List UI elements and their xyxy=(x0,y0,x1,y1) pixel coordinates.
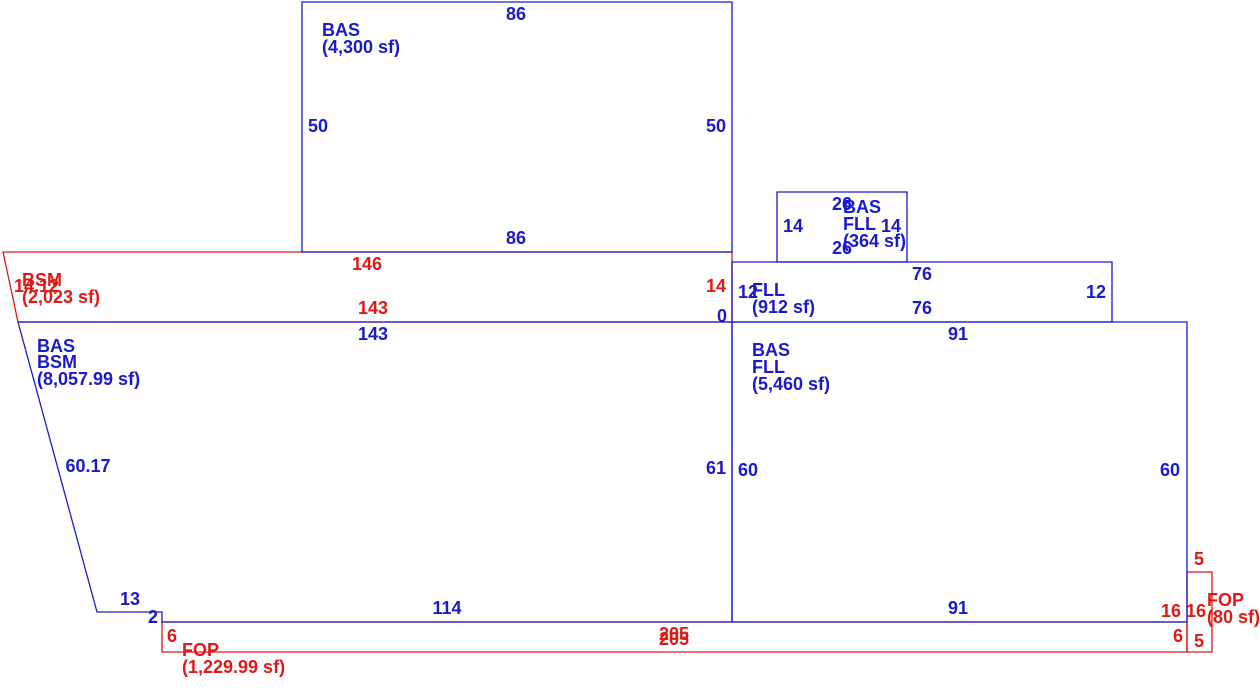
dim-bsm-top: 146 xyxy=(352,254,382,274)
fll-area: (912 sf) xyxy=(752,297,815,317)
dim-main-top: 143 xyxy=(358,324,388,344)
bas-fll-large-area: (5,460 sf) xyxy=(752,374,830,394)
dim-small-bottom: 26 xyxy=(832,238,852,258)
bas-fll-large-code2: FLL xyxy=(752,357,785,377)
bas-bsm-code2: BSM xyxy=(37,352,77,372)
dim-fop-left: 6 xyxy=(167,626,177,646)
dim-fop-len-b: 205 xyxy=(659,629,689,649)
dim-main-slant: 60.17 xyxy=(65,456,110,476)
bas-bsm-area: (8,057.99 sf) xyxy=(37,369,140,389)
bsm-code: BSM xyxy=(22,270,62,290)
bas-top-area: (4,300 sf) xyxy=(322,37,400,57)
dim-fopr-right: 16 xyxy=(1186,601,1206,621)
dim-fop-len-a: 205 xyxy=(659,624,689,644)
dim-fll-top: 76 xyxy=(912,264,932,284)
dim-main-bottom: 114 xyxy=(432,598,461,618)
dim-fll-bottom: 76 xyxy=(912,298,932,318)
dim-fll-right: 12 xyxy=(1086,282,1106,302)
dim-top-bottom: 86 xyxy=(506,228,526,248)
dim-ne-left: 60 xyxy=(738,460,758,480)
dim-main-step-top: 13 xyxy=(120,589,140,609)
dim-fop-right: 6 xyxy=(1173,626,1183,646)
dim-bsm-bottom: 143 xyxy=(358,298,388,318)
dim-bsm-left: 14.12 xyxy=(14,276,59,296)
bas-bsm-outline xyxy=(17,321,733,623)
dim-main-step-side: 2 xyxy=(148,607,158,627)
bas-fll-small-code1: BAS xyxy=(843,197,881,217)
dim-fopr-bottom: 5 xyxy=(1194,631,1204,651)
dim-small-top: 26 xyxy=(832,194,852,214)
bas-fll-small-code2: FLL xyxy=(843,214,876,234)
fop-small-area: (80 sf) xyxy=(1207,607,1260,627)
dim-ne-bottom: 91 xyxy=(948,598,968,618)
fll-code: FLL xyxy=(752,280,785,300)
bas-top-outline xyxy=(301,1,733,253)
dim-small-left: 14 xyxy=(783,216,803,236)
bas-top-code: BAS xyxy=(322,20,360,40)
fop-small-code: FOP xyxy=(1207,590,1244,610)
dim-ne-right: 60 xyxy=(1160,460,1180,480)
bas-fll-large-outline xyxy=(731,321,1188,623)
dim-bsm-right: 14 xyxy=(706,276,726,296)
bas-fll-large-code1: BAS xyxy=(752,340,790,360)
dim-top-top: 86 xyxy=(506,4,526,24)
bas-fll-small-area: (364 sf) xyxy=(843,231,906,251)
dim-top-left: 50 xyxy=(308,116,328,136)
dim-small-right: 14 xyxy=(881,216,901,236)
dim-ne-top: 91 xyxy=(948,324,968,344)
fop-small-outline xyxy=(1186,571,1213,653)
dim-fll-left: 12 xyxy=(738,282,758,302)
dim-fopr-left: 16 xyxy=(1161,601,1181,621)
dim-main-right: 61 xyxy=(706,458,726,478)
dim-fopr-top: 5 xyxy=(1194,549,1204,569)
bas-bsm-code1: BAS xyxy=(37,336,75,356)
dim-top-right: 50 xyxy=(706,116,726,136)
dim-fll-zero: 0 xyxy=(717,306,727,326)
fop-large-area: (1,229.99 sf) xyxy=(182,657,285,677)
bsm-area: (2,023 sf) xyxy=(22,287,100,307)
fop-large-code: FOP xyxy=(182,640,219,660)
